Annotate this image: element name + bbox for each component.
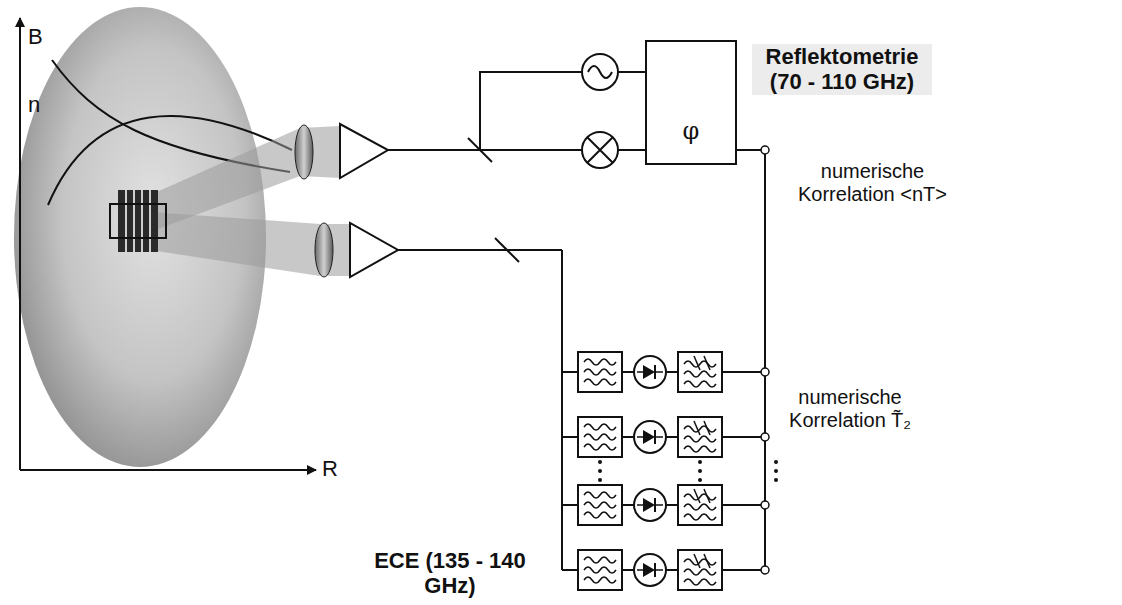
antenna-structure — [110, 190, 166, 252]
continuation-dots — [598, 460, 778, 482]
mixer-symbol — [582, 132, 618, 168]
oscillator-symbol — [588, 66, 612, 78]
beam-splitter — [495, 238, 519, 262]
phase-detector-box: φ — [645, 40, 737, 165]
section-label: Reflektometrie (70 - 110 GHz) — [752, 44, 932, 95]
node-text: φ — [677, 117, 706, 163]
filter-diode-chain — [562, 417, 769, 457]
axis-label: B — [28, 24, 58, 49]
horn-antenna — [340, 124, 388, 178]
axis-label: R — [322, 456, 352, 481]
axis-label: n — [28, 92, 58, 117]
waveguide-line — [480, 72, 582, 150]
signal-line — [618, 71, 645, 73]
lens — [315, 223, 333, 277]
horn-antenna — [350, 223, 398, 277]
beam-splitter — [468, 138, 492, 162]
lower-beam — [150, 212, 350, 276]
output-terminal — [761, 146, 769, 154]
waveguide-line — [388, 149, 582, 151]
lens — [295, 125, 313, 179]
filter-diode-chain — [562, 352, 769, 392]
mixer-symbol — [587, 137, 613, 163]
oscillator-symbol — [582, 54, 618, 90]
correlation-label: numerische Korrelation <nT> — [780, 160, 965, 206]
filter-diode-chain — [562, 485, 769, 525]
r-axis — [20, 469, 316, 471]
y-axis — [19, 18, 21, 470]
ece-bus — [561, 250, 563, 570]
signal-line — [618, 149, 645, 151]
correlation-label: numerische Korrelation T̃₂ — [785, 386, 915, 432]
signal-line — [737, 149, 761, 151]
waveguide-line — [398, 249, 562, 251]
section-label: ECE (135 - 140 GHz) — [358, 548, 542, 599]
filter-diode-chain — [562, 550, 769, 590]
